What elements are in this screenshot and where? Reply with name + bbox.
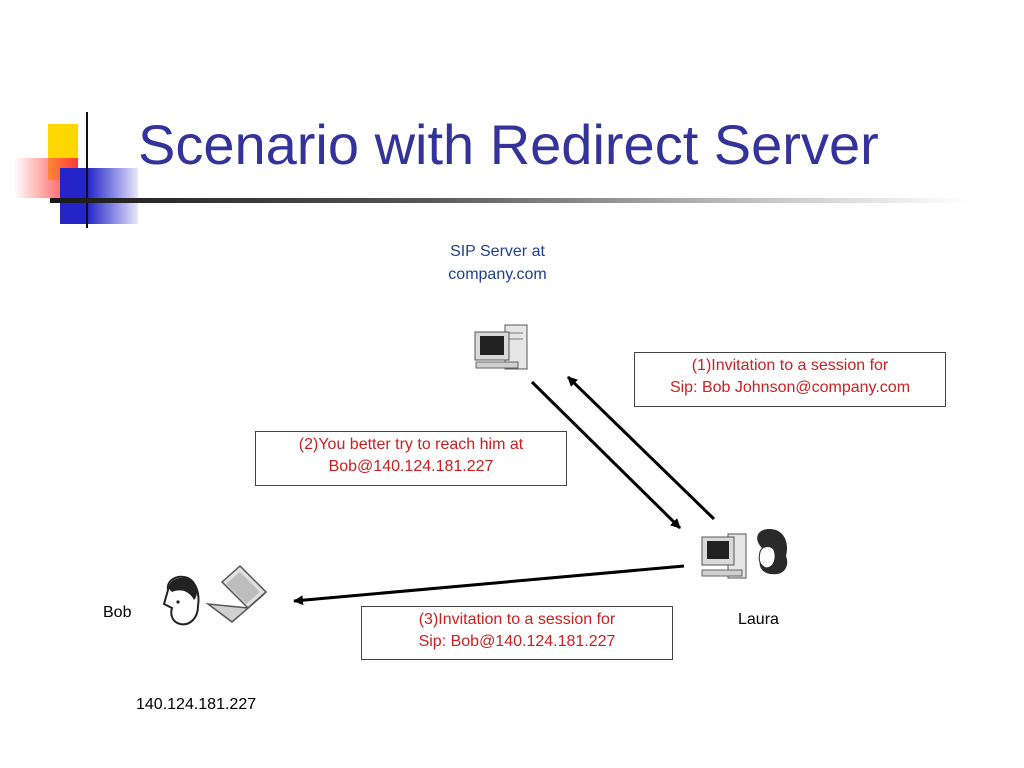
sip-server-label: SIP Server at company.com	[420, 240, 575, 286]
arrow-laura-to-bob	[293, 564, 685, 606]
message-1-box: (1)Invitation to a session for Sip: Bob …	[634, 352, 946, 407]
laura-label: Laura	[738, 611, 779, 628]
laura-computer-icon	[701, 533, 747, 579]
bob-face-icon	[162, 575, 200, 626]
message-2-line2: Bob@140.124.181.227	[328, 458, 494, 475]
blue-gradient-square	[60, 168, 138, 224]
message-1-line1: (1)Invitation to a session for	[691, 357, 889, 374]
bob-label: Bob	[103, 604, 132, 621]
message-2-line1: (2)You better try to reach him at	[298, 436, 524, 453]
message-3-box: (3)Invitation to a session for Sip: Bob@…	[361, 606, 673, 660]
sip-server-label-line2: company.com	[448, 266, 547, 283]
bob-laptop-icon	[205, 564, 268, 623]
slide-title: Scenario with Redirect Server	[138, 113, 879, 176]
arrow-laura-to-server	[566, 375, 716, 521]
message-3-line2: Sip: Bob@140.124.181.227	[418, 633, 616, 650]
message-2-box: (2)You better try to reach him at Bob@14…	[255, 431, 567, 486]
laura-face-icon	[757, 528, 788, 575]
message-3-line1: (3)Invitation to a session for	[418, 611, 616, 628]
vertical-line	[86, 112, 88, 228]
sip-server-label-line1: SIP Server at	[450, 243, 545, 260]
arrow-server-to-laura	[530, 380, 682, 530]
message-1-line2: Sip: Bob Johnson@company.com	[669, 379, 911, 396]
bob-ip-address: 140.124.181.227	[136, 696, 257, 713]
server-computer-icon	[474, 324, 528, 370]
corner-decoration	[0, 0, 140, 230]
title-underline	[50, 198, 970, 203]
